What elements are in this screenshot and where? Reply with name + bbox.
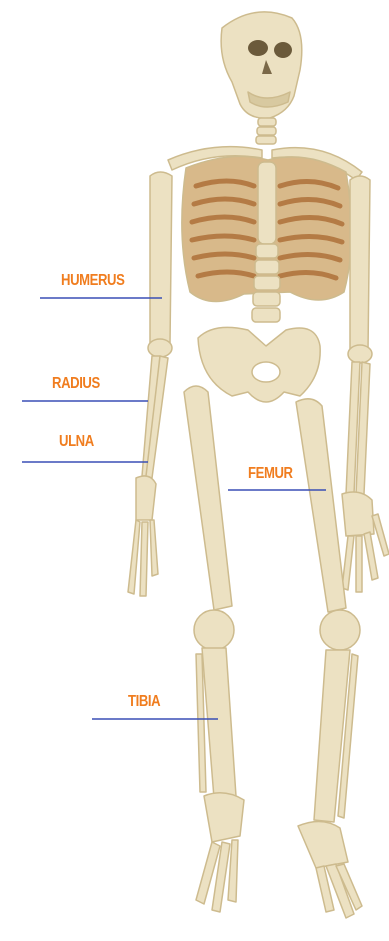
right-hand [342, 492, 389, 592]
tibia-bone [202, 648, 236, 798]
humerus-label: HUMERUS [61, 272, 124, 290]
radius-label: RADIUS [52, 375, 100, 393]
right-foot [298, 821, 362, 918]
cervical-spine [256, 118, 276, 144]
left-foot [196, 793, 244, 912]
humerus-bone [150, 172, 172, 347]
ulna-label: ULNA [59, 433, 94, 451]
left-hand [128, 476, 158, 596]
tibia-label: TIBIA [128, 693, 160, 711]
skull [221, 12, 302, 118]
humerus-bone [350, 176, 370, 355]
femur-bone [296, 399, 346, 612]
lumbar-spine [252, 244, 280, 322]
femur-bone [184, 386, 232, 610]
femur-label: FEMUR [248, 465, 293, 483]
